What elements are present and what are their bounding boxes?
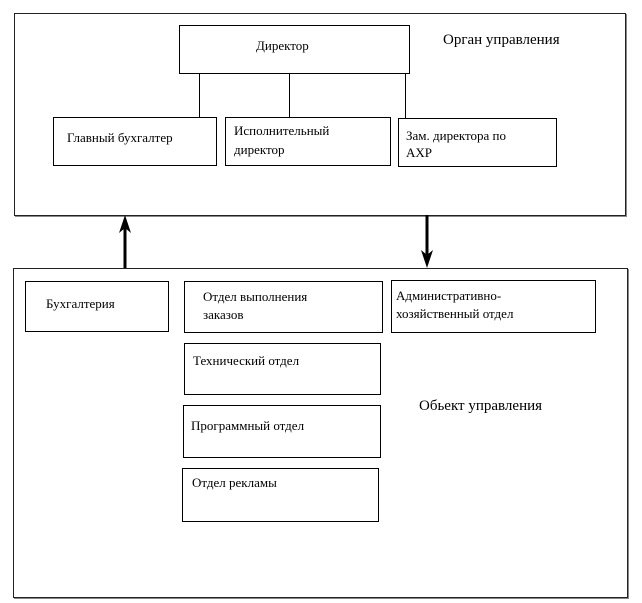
deputy-director-box: Зам. директора по АХР — [398, 118, 557, 167]
order-fulfillment-label-line1: Отдел выполнения — [203, 289, 308, 304]
technical-dept-label: Технический отдел — [193, 353, 300, 368]
deputy-director-label-line2: АХР — [406, 145, 433, 160]
admin-household-dept-box: Административно- хозяйственный отдел — [391, 280, 596, 333]
admin-household-label-line1: Административно- — [396, 288, 502, 303]
director-label: Директор — [256, 38, 309, 53]
arrow-up-feedback — [119, 215, 131, 268]
managed-object-title: Обьект управления — [419, 398, 543, 414]
accounting-dept-label: Бухгалтерия — [46, 296, 115, 311]
director-box: Директор — [179, 25, 410, 74]
deputy-director-label-line1: Зам. директора по — [406, 128, 506, 143]
accounting-dept-box: Бухгалтерия — [25, 281, 169, 332]
connector-director-executive-director — [289, 73, 290, 118]
managed-object-frame — [13, 268, 628, 598]
management-body-title: Орган управления — [443, 32, 560, 48]
executive-director-label-line1: Исполнительный — [234, 123, 330, 138]
order-fulfillment-label-line2: заказов — [203, 307, 244, 322]
advertising-dept-label: Отдел рекламы — [192, 475, 277, 490]
connector-director-deputy-director — [405, 73, 406, 119]
technical-dept-box: Технический отдел — [184, 343, 381, 395]
management-body-frame — [14, 13, 626, 216]
arrow-down-control — [421, 215, 433, 268]
advertising-dept-box: Отдел рекламы — [182, 468, 379, 522]
executive-director-label-line2: директор — [234, 142, 285, 157]
admin-household-label-line2: хозяйственный отдел — [396, 306, 514, 321]
connector-director-chief-accountant — [199, 73, 200, 118]
executive-director-box: Исполнительный директор — [225, 117, 391, 166]
chief-accountant-box: Главный бухгалтер — [53, 117, 217, 166]
software-dept-label: Программный отдел — [191, 418, 305, 433]
order-fulfillment-dept-box: Отдел выполнения заказов — [184, 281, 383, 333]
software-dept-box: Программный отдел — [183, 405, 381, 458]
chief-accountant-label: Главный бухгалтер — [67, 130, 173, 145]
